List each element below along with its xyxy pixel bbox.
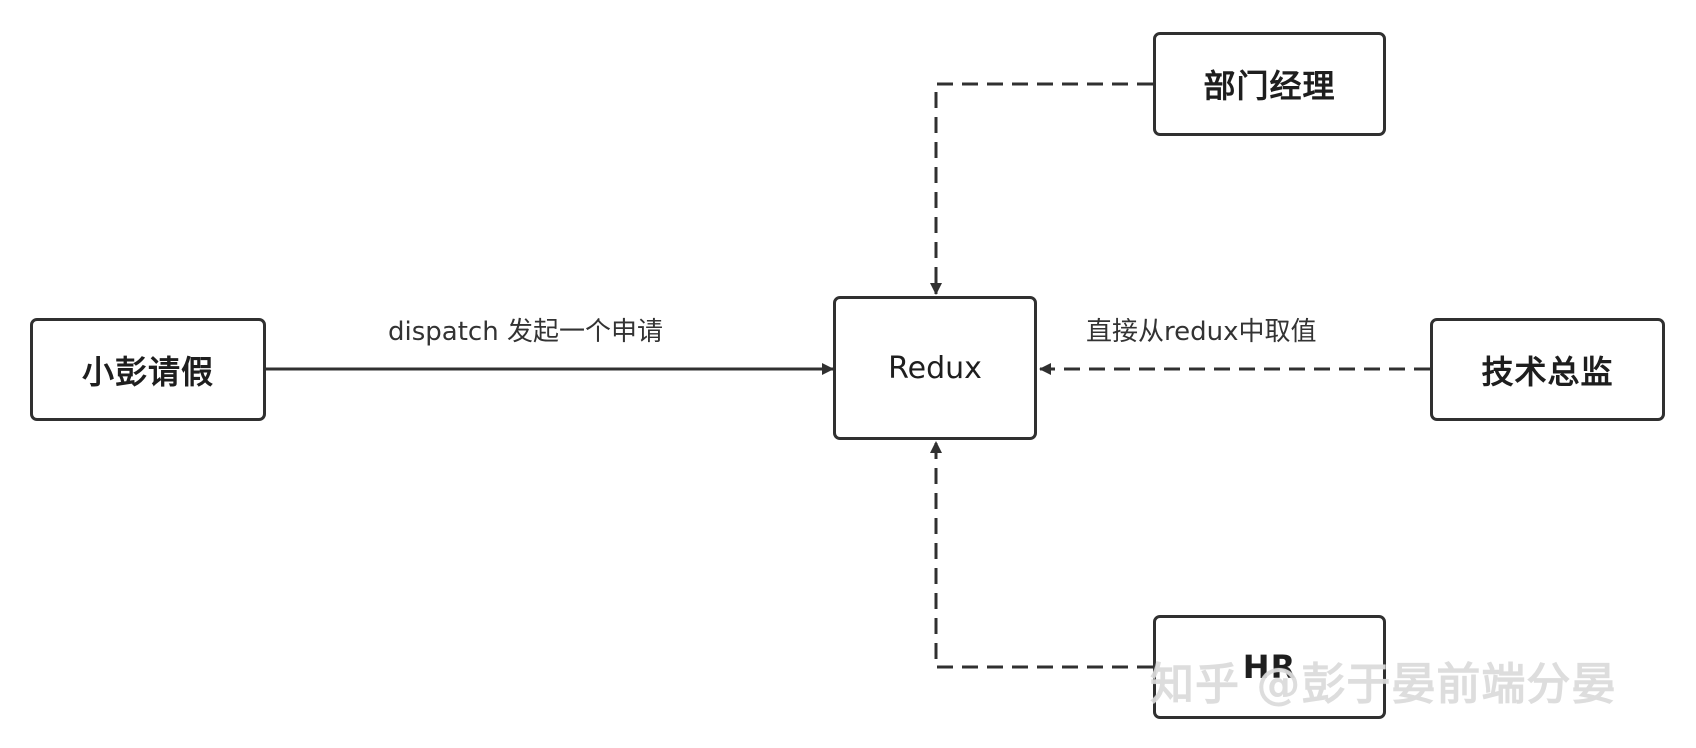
watermark-text: 知乎 @彭于晏前端分晏 [1150,659,1617,710]
dept-manager-arrow [930,82,1153,295]
node-redux-label: Redux [888,350,982,386]
read-edge-label: 直接从redux中取值 [1086,317,1317,347]
node-tech-director-label: 技术总监 [1481,352,1614,391]
hr-arrow [930,441,1153,669]
node-leave-request-label: 小彭请假 [81,352,214,391]
node-hr-label: HR [1242,648,1297,686]
dispatch-edge-label: dispatch 发起一个申请 [388,317,663,347]
node-leave-request: 小彭请假 [30,318,266,421]
node-hr: HR [1153,615,1386,719]
node-tech-director: 技术总监 [1430,318,1665,421]
node-dept-manager: 部门经理 [1153,32,1386,136]
node-redux: Redux [833,296,1037,440]
node-dept-manager-label: 部门经理 [1203,67,1336,105]
